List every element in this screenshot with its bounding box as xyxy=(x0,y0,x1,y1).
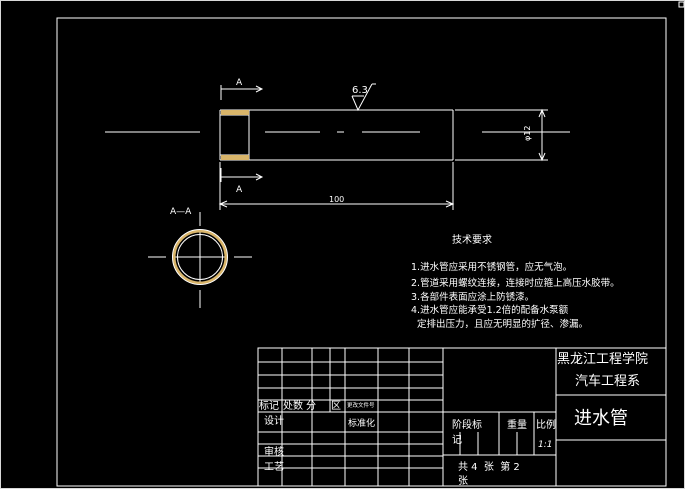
length-value: 100 xyxy=(329,195,344,204)
section-inner-edge xyxy=(177,234,223,280)
sheet-unit: 张 xyxy=(458,475,468,487)
corner-marker xyxy=(678,1,685,8)
label-change-doc: 更改文件号 xyxy=(347,401,375,409)
length-dimension xyxy=(218,162,455,210)
section-outer-ring xyxy=(172,229,228,285)
cut-label-bottom: A xyxy=(236,185,243,195)
label-count: 处数 xyxy=(283,399,303,412)
label-process: 工艺 xyxy=(264,461,284,473)
label-stage-mark2: 记 xyxy=(452,434,462,446)
school-name: 黑龙江工程学院 xyxy=(557,351,648,367)
section-title: A—A xyxy=(170,207,192,217)
tech-req-title: 技术要求 xyxy=(452,233,492,246)
label-zone: 分 xyxy=(306,400,316,412)
tech-req-item-5: 定排出压力，且应无明显的扩径、渗漏。 xyxy=(411,318,588,330)
cut-label-top: A xyxy=(236,78,243,88)
tech-req-item-2: 2.管道采用螺纹连接，连接时应箍上高压水胶带。 xyxy=(411,277,620,289)
wall-hatch-bottom xyxy=(221,155,249,160)
label-design: 设计 xyxy=(264,414,284,427)
sheet-count: 共 4 张 第 2 xyxy=(458,460,520,473)
diameter-value: φ12 xyxy=(523,126,532,141)
tech-req-item-1: 1.进水管应采用不锈钢管，应无气泡。 xyxy=(411,261,572,273)
pipe-front-view xyxy=(105,109,570,161)
roughness-value: 6.3 xyxy=(352,85,368,96)
label-zone2: 区 xyxy=(331,400,341,412)
wall-hatch-top xyxy=(221,110,249,115)
tech-req-item-4: 4.进水管应能承受1.2倍的配备水泵额 xyxy=(411,304,569,316)
section-cut-markers xyxy=(220,85,264,182)
label-review: 审核 xyxy=(264,445,284,458)
label-mark: 标记 xyxy=(259,400,279,412)
scale-value: 1:1 xyxy=(538,440,552,450)
diameter-dimension xyxy=(455,108,548,162)
part-name: 进水管 xyxy=(574,408,628,429)
label-scale: 比例 xyxy=(536,418,556,431)
title-block-grid xyxy=(257,347,667,487)
section-view xyxy=(148,212,252,308)
label-standardize: 标准化 xyxy=(348,417,375,429)
roughness-symbol xyxy=(351,83,376,112)
dept-name: 汽车工程系 xyxy=(575,373,640,389)
label-stage-mark: 阶段标 xyxy=(452,418,482,431)
label-weight: 重量 xyxy=(507,418,527,431)
tech-req-item-3: 3.各部件表面应涂上防锈漆。 xyxy=(411,291,534,303)
section-outer-edge xyxy=(172,229,228,285)
